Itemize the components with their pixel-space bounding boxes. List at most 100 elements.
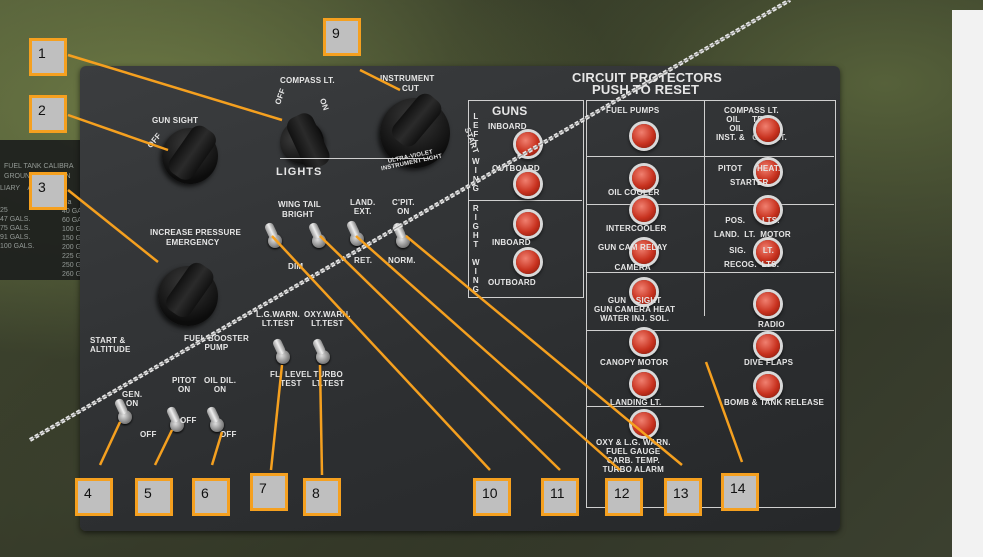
leader-1 — [67, 53, 283, 122]
pos-land-lts-label: POS. LTS. LAND. LT. MOTOR — [714, 216, 791, 239]
callout-4: 4 — [75, 478, 113, 516]
circuit-protectors-title: CIRCUIT PROTECTORS — [572, 70, 722, 85]
bright-label: BRIGHT — [282, 210, 314, 219]
gun-cam-relay-label: GUN CAM RELAY CAMERA — [598, 243, 668, 272]
image-border — [952, 10, 983, 557]
grid-line — [586, 406, 704, 407]
leader-5 — [153, 429, 174, 466]
leader-11 — [319, 235, 561, 471]
oxy-warn-label: OXY.WARN. LT.TEST — [304, 310, 351, 328]
compass-lt-label: COMPASS LT. — [280, 76, 335, 85]
callout-7: 7 — [250, 473, 288, 511]
callout-5: 5 — [135, 478, 173, 516]
callout-9: 9 — [323, 18, 361, 56]
dim-label: DIM — [288, 262, 304, 271]
leader-6 — [210, 431, 224, 466]
oil-cooler-breaker[interactable] — [632, 166, 656, 190]
switch-panel: GUN SIGHT OFF COMPASS LT. OFF ON INSTRUM… — [80, 66, 840, 531]
radio-breaker[interactable] — [756, 292, 780, 316]
leader-9 — [359, 68, 401, 92]
fuel-pumps-breaker[interactable] — [632, 124, 656, 148]
dive-flaps-label: DIVE FLAPS — [744, 358, 794, 367]
grid-line — [586, 204, 834, 205]
right-outboard-breaker[interactable] — [516, 250, 540, 274]
push-to-reset-title: PUSH TO RESET — [592, 82, 700, 97]
leader-14 — [704, 361, 744, 463]
landing-lt-label: LANDING LT. — [610, 398, 662, 407]
landing-lt-breaker[interactable] — [632, 372, 656, 396]
pos-lts-breaker[interactable] — [756, 198, 780, 222]
bomb-tank-release-breaker[interactable] — [756, 374, 780, 398]
breaker-grid — [586, 100, 836, 508]
gun-sight-label: GUN SIGHT — [152, 116, 199, 125]
instrument-cut-label: CUT — [402, 84, 420, 93]
land-ext-label: LAND. EXT. — [350, 198, 376, 216]
cpit-label: C'PIT. ON — [392, 198, 415, 216]
oxy-warn-test-toggle[interactable] — [316, 350, 330, 364]
increase-pressure-label: INCREASE PRESSURE — [150, 228, 241, 237]
callout-6: 6 — [192, 478, 230, 516]
dive-flaps-breaker[interactable] — [756, 334, 780, 358]
compass-lt-breaker[interactable] — [756, 118, 780, 142]
grid-line — [586, 156, 834, 157]
gen-off-label: OFF — [140, 430, 157, 439]
pitot-heat-breaker[interactable] — [756, 160, 780, 184]
callout-13: 13 — [664, 478, 702, 516]
emergency-label: EMERGENCY — [166, 238, 220, 247]
landing-light-toggle[interactable] — [350, 232, 364, 246]
sig-recog-label: SIG. LT. RECOG. LTS. — [724, 246, 780, 269]
oil-dilution-toggle[interactable] — [210, 418, 224, 432]
intercooler-breaker[interactable] — [632, 198, 656, 222]
left-outboard-label: OUTBOARD — [492, 164, 540, 173]
breaker-grid-divider — [704, 100, 705, 316]
lights-label: LIGHTS — [276, 166, 323, 178]
generator-toggle[interactable] — [118, 410, 132, 424]
lg-warn-test-toggle[interactable] — [276, 350, 290, 364]
gun-sight-breaker[interactable] — [632, 280, 656, 304]
leader-8 — [318, 364, 324, 476]
turbo-label: TURBO LT.TEST — [312, 370, 345, 388]
placard-rows: 25 47 GALS. 75 GALS. 91 GALS. 100 GALS. — [0, 207, 35, 250]
ret-label: RET. — [354, 256, 373, 265]
leader-4 — [98, 421, 122, 466]
callout-3: 3 — [29, 172, 67, 210]
fuel-booster-label: FUEL BOOSTER PUMP — [184, 334, 249, 352]
oil-dil-label: OIL DIL. ON — [204, 376, 237, 394]
fl-level-label: FL. LEVEL TEST — [270, 370, 312, 388]
bomb-tank-release-label: BOMB & TANK RELEASE — [724, 398, 825, 407]
pitot-heat-toggle[interactable] — [170, 418, 184, 432]
callout-12: 12 — [605, 478, 643, 516]
callout-14: 14 — [721, 473, 759, 511]
oil-cooler-label: OIL COOLER — [608, 188, 660, 197]
canopy-motor-breaker[interactable] — [632, 330, 656, 354]
grid-line — [586, 272, 834, 273]
intercooler-label: INTERCOOLER — [606, 224, 667, 233]
pitot-label: PITOT ON — [172, 376, 197, 394]
leader-2 — [67, 113, 169, 152]
guns-divider — [468, 200, 582, 201]
leader-3 — [67, 189, 159, 263]
left-outboard-breaker[interactable] — [516, 172, 540, 196]
instrument-label: INSTRUMENT — [380, 74, 435, 83]
right-inboard-breaker[interactable] — [516, 212, 540, 236]
right-inboard-label: INBOARD — [492, 238, 531, 247]
leader-12 — [355, 235, 621, 471]
guns-box — [468, 100, 584, 298]
wing-tail-label: WING TAIL — [278, 200, 321, 209]
norm-label: NORM. — [388, 256, 416, 265]
leader-10 — [271, 235, 491, 471]
callout-1: 1 — [29, 38, 67, 76]
pitot-heat-label: PITOT HEAT. STARTER — [718, 164, 781, 187]
right-outboard-label: OUTBOARD — [488, 278, 536, 287]
radio-label: RADIO — [758, 320, 785, 329]
sig-lt-breaker[interactable] — [756, 240, 780, 264]
lg-warn-label: L.G.WARN. LT.TEST — [256, 310, 301, 328]
callout-8: 8 — [303, 478, 341, 516]
callout-11: 11 — [541, 478, 579, 516]
gun-camera-relay-breaker[interactable] — [632, 240, 656, 264]
oil-dil-off-label: OFF — [220, 430, 237, 439]
callout-10: 10 — [473, 478, 511, 516]
gen-label: GEN. ON — [122, 390, 143, 408]
